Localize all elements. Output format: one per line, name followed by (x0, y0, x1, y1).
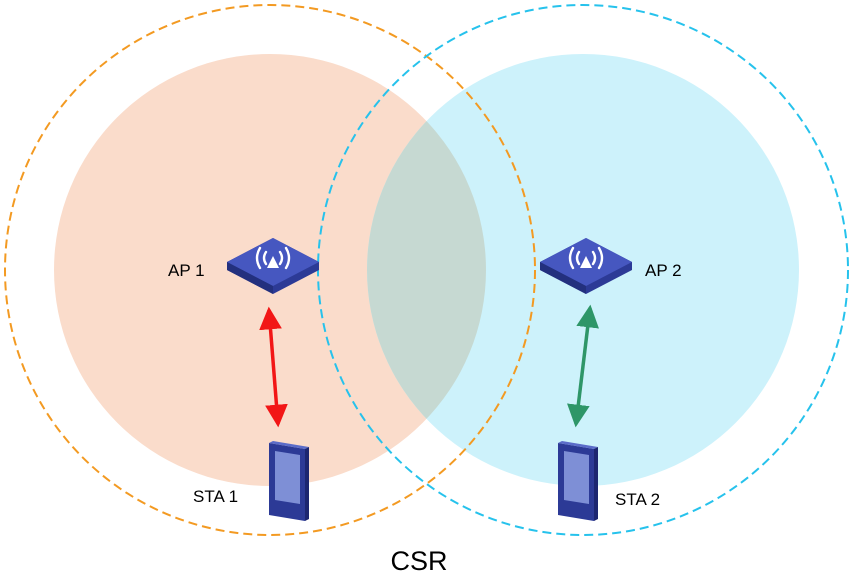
sta1-label: STA 1 (193, 487, 238, 506)
diagram-caption: CSR (390, 546, 447, 576)
ap1-sta1-link-arrow (259, 306, 288, 428)
sta2-label: STA 2 (615, 490, 660, 509)
ap2-access-point-icon (540, 238, 632, 294)
ap2-sta2-link-arrow (567, 304, 599, 428)
ap1-access-point-icon (227, 238, 319, 294)
sta1-station-icon (269, 441, 309, 521)
ap1-range-ring (4, 4, 536, 536)
ap1-label: AP 1 (168, 261, 205, 280)
sta2-station-icon (558, 441, 598, 521)
ap2-label: AP 2 (645, 261, 682, 280)
